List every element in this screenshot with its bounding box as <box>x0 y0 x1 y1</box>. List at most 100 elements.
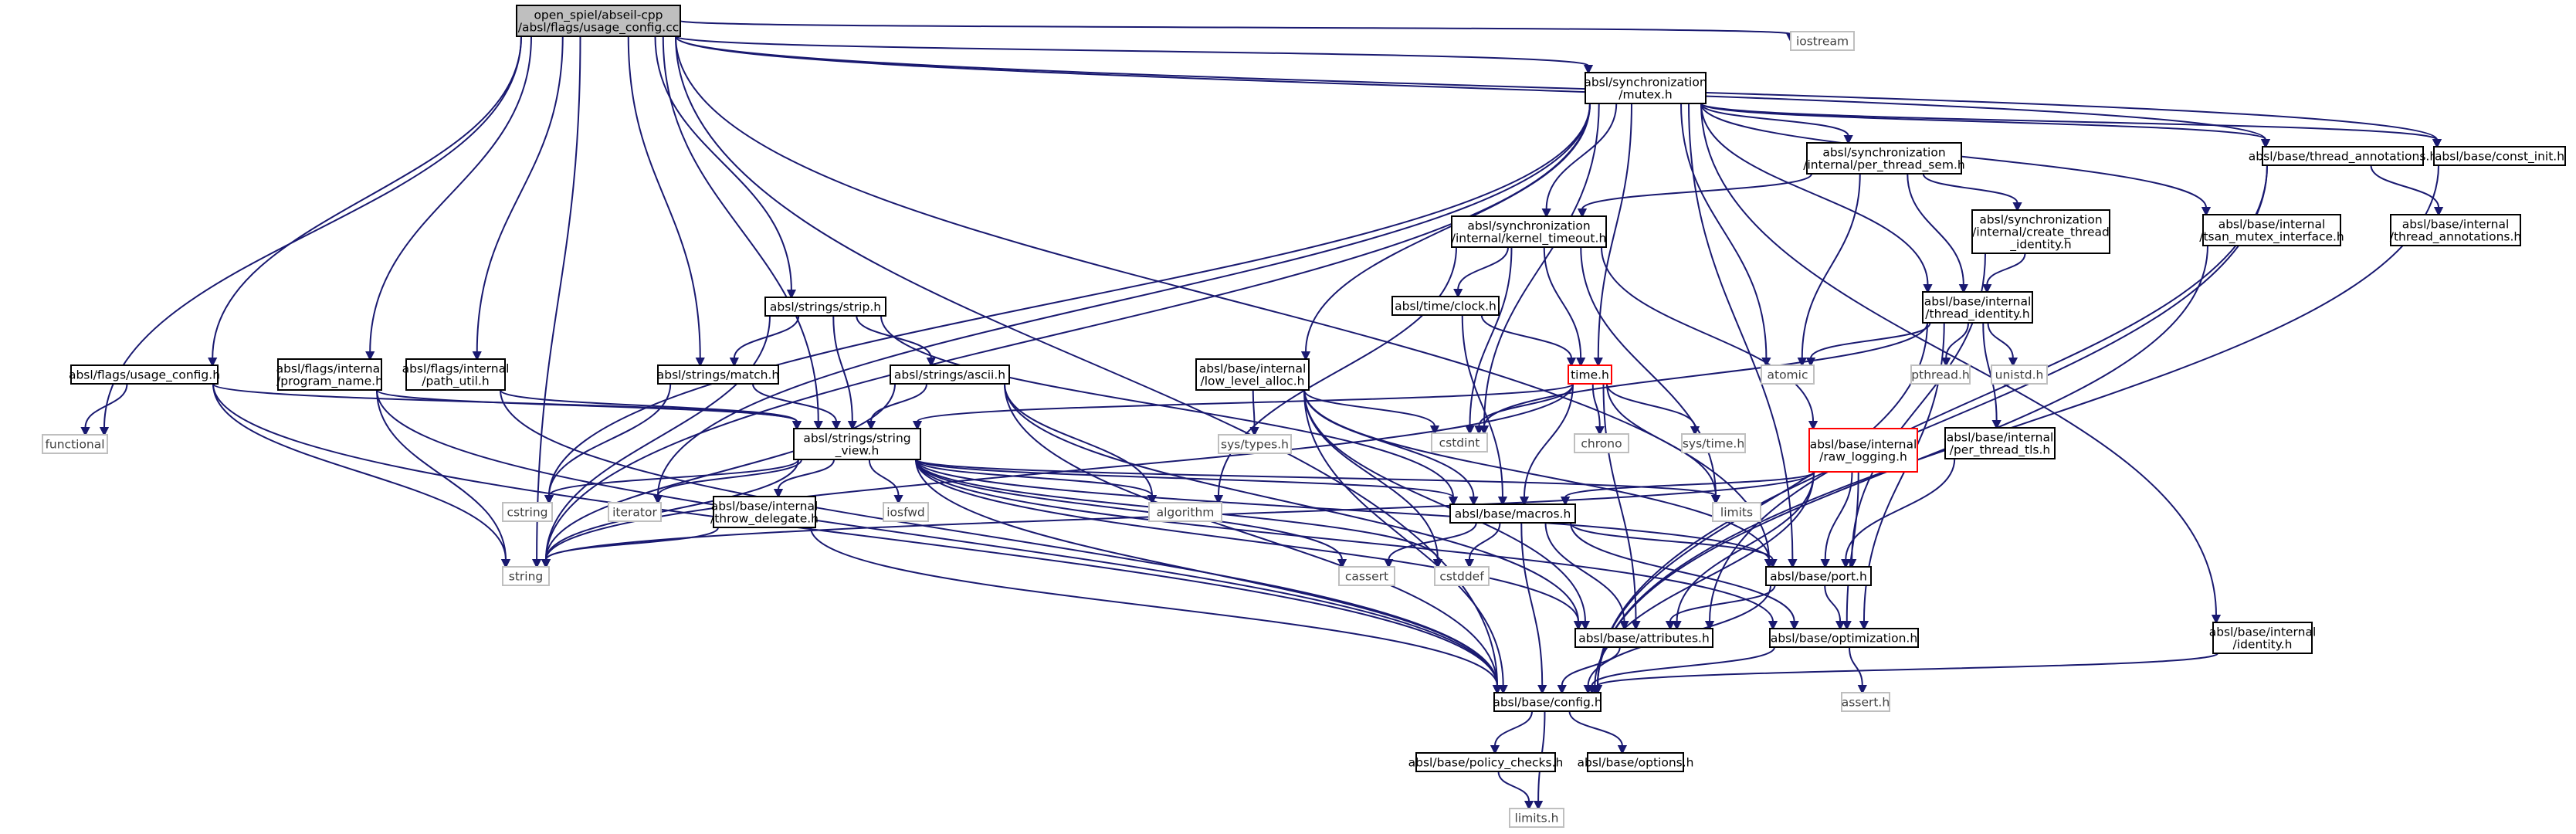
node-ascii[interactable]: absl/strings/ascii.h <box>890 364 1010 385</box>
node-label: absl/base/const_init.h <box>2435 150 2564 164</box>
edge-root-to-path_util <box>472 36 564 361</box>
edge-clock-to-macros <box>1461 314 1508 507</box>
node-limits[interactable]: limits <box>1712 502 1761 522</box>
node-box <box>1681 433 1746 453</box>
node-label: absl/strings/match.h <box>657 368 780 382</box>
node-throw_delegate[interactable]: absl/base/internal/throw_delegate.h <box>710 496 819 528</box>
node-thread_annotations[interactable]: absl/base/thread_annotations.h <box>2249 146 2437 166</box>
edge-strip-to-macros <box>880 315 1459 507</box>
edge-string_view-to-cassert <box>915 459 1347 569</box>
node-label: /internal/create_thread <box>1972 225 2110 240</box>
node-label: absl/synchronization <box>1979 213 2102 227</box>
edge-string_view-to-limits <box>915 459 1721 505</box>
node-strip[interactable]: absl/strings/strip.h <box>764 297 886 317</box>
edge-time-to-cstdint <box>1474 383 1574 436</box>
node-box <box>890 364 1010 385</box>
node-box <box>2202 214 2341 246</box>
node-optimization[interactable]: absl/base/optimization.h <box>1769 628 1919 648</box>
node-box <box>793 428 921 460</box>
node-label: /internal/per_thread_sem.h <box>1803 158 1964 173</box>
node-create_thread_identity[interactable]: absl/synchronization/internal/create_thr… <box>1971 209 2110 254</box>
node-box <box>1195 358 1310 391</box>
node-functional[interactable]: functional <box>42 434 108 454</box>
node-limits_h[interactable]: limits.h <box>1509 808 1564 828</box>
node-internal_thread_annotations[interactable]: absl/base/internal/thread_annotations.h <box>2390 214 2522 246</box>
node-label: pthread.h <box>1911 368 1969 382</box>
node-thread_identity[interactable]: absl/base/internal/thread_identity.h <box>1922 291 2033 324</box>
node-label: absl/base/config.h <box>1493 696 1602 710</box>
node-label: /program_name.h <box>276 375 383 389</box>
edge-kernel_timeout-to-cstdint <box>1465 246 1513 436</box>
edge-strip-to-match <box>729 315 800 368</box>
node-cstdint[interactable]: cstdint <box>1431 432 1488 453</box>
node-mutex[interactable]: absl/synchronization/mutex.h <box>1584 72 1707 104</box>
edge-program_name-to-string_view <box>376 389 802 431</box>
node-label: absl/base/internal <box>2209 626 2317 639</box>
node-box <box>1449 503 1576 524</box>
node-label: /identity.h <box>2233 638 2293 652</box>
node-program_name[interactable]: absl/flags/internal/program_name.h <box>276 358 384 391</box>
node-box <box>2390 214 2521 246</box>
edge-program_name-to-string <box>376 389 511 569</box>
node-iostream[interactable]: iostream <box>1790 31 1855 51</box>
node-root[interactable]: open_spiel/abseil-cpp/absl/flags/usage_c… <box>516 5 681 37</box>
edge-kernel_timeout-to-raw_logging <box>1601 246 1818 431</box>
node-label: /path_util.h <box>422 375 489 389</box>
node-options[interactable]: absl/base/options.h <box>1578 752 1694 772</box>
node-cstddef[interactable]: cstddef <box>1434 566 1490 586</box>
node-raw_logging[interactable]: absl/base/internal/raw_logging.h <box>1808 428 1918 473</box>
node-clock[interactable]: absl/time/clock.h <box>1391 296 1500 316</box>
node-unistd[interactable]: unistd.h <box>1991 364 2048 385</box>
node-box <box>1910 364 1971 385</box>
node-label: absl/base/internal <box>1924 295 2032 309</box>
node-iterator[interactable]: iterator <box>608 502 662 522</box>
node-atomic[interactable]: atomic <box>1761 364 1815 385</box>
node-label: absl/strings/string <box>803 432 910 446</box>
edge-thread_identity-to-cstdint <box>1479 322 1928 436</box>
edge-kernel_timeout-to-clock <box>1453 246 1509 299</box>
node-per_thread_sem[interactable]: absl/synchronization/internal/per_thread… <box>1803 142 1965 175</box>
node-box <box>1991 364 2048 385</box>
node-label: /tsan_mutex_interface.h <box>2199 230 2344 245</box>
node-box <box>502 502 553 522</box>
edge-thread_annotations-to-attributes <box>1704 164 2268 631</box>
node-label: absl/base/optimization.h <box>1771 632 1917 646</box>
node-string[interactable]: string <box>502 566 550 586</box>
node-cassert[interactable]: cassert <box>1338 566 1395 586</box>
node-identity[interactable]: absl/base/internal/identity.h <box>2209 622 2317 654</box>
node-config[interactable]: absl/base/config.h <box>1493 692 1602 712</box>
node-iosfwd[interactable]: iosfwd <box>883 502 929 522</box>
node-string_view[interactable]: absl/strings/string_view.h <box>793 428 921 460</box>
node-box <box>1922 291 2033 324</box>
node-chrono[interactable]: chrono <box>1574 433 1629 453</box>
node-match[interactable]: absl/strings/match.h <box>657 364 780 385</box>
node-time[interactable]: time.h <box>1568 364 1612 385</box>
node-kernel_timeout[interactable]: absl/synchronization/internal/kernel_tim… <box>1451 215 1607 248</box>
edge-strip-to-string_view <box>832 315 857 431</box>
node-label: absl/flags/usage_config.h <box>69 368 220 383</box>
node-low_level_alloc[interactable]: absl/base/internal/low_level_alloc.h <box>1195 358 1310 391</box>
node-per_thread_tls[interactable]: absl/base/internal/per_thread_tls.h <box>1944 427 2056 459</box>
node-assert[interactable]: assert.h <box>1841 692 1890 712</box>
node-path_util[interactable]: absl/flags/internal/path_util.h <box>402 358 510 391</box>
node-sys_time[interactable]: sys/time.h <box>1681 433 1746 453</box>
node-tsan_mutex[interactable]: absl/base/internal/tsan_mutex_interface.… <box>2199 214 2344 246</box>
node-box <box>1434 566 1490 586</box>
node-attributes[interactable]: absl/base/attributes.h <box>1574 628 1713 648</box>
edge-mutex-to-const_init <box>1700 103 2442 149</box>
edge-thread_identity-to-per_thread_tls <box>1982 322 2001 430</box>
node-label: absl/base/internal <box>1947 431 2054 445</box>
node-const_init[interactable]: absl/base/const_init.h <box>2433 146 2566 166</box>
node-macros[interactable]: absl/base/macros.h <box>1449 503 1576 524</box>
node-sys_types[interactable]: sys/types.h <box>1218 434 1292 454</box>
node-port[interactable]: absl/base/port.h <box>1765 566 1872 586</box>
node-algorithm[interactable]: algorithm <box>1148 502 1222 522</box>
node-cstring[interactable]: cstring <box>502 502 553 522</box>
node-policy_checks[interactable]: absl/base/policy_checks.h <box>1408 752 1564 772</box>
node-box <box>1574 628 1713 648</box>
node-usage_config_h[interactable]: absl/flags/usage_config.h <box>69 364 220 385</box>
node-pthread[interactable]: pthread.h <box>1910 364 1971 385</box>
node-label: absl/base/options.h <box>1578 756 1694 770</box>
node-label: limits <box>1720 506 1753 520</box>
node-box <box>657 364 779 385</box>
